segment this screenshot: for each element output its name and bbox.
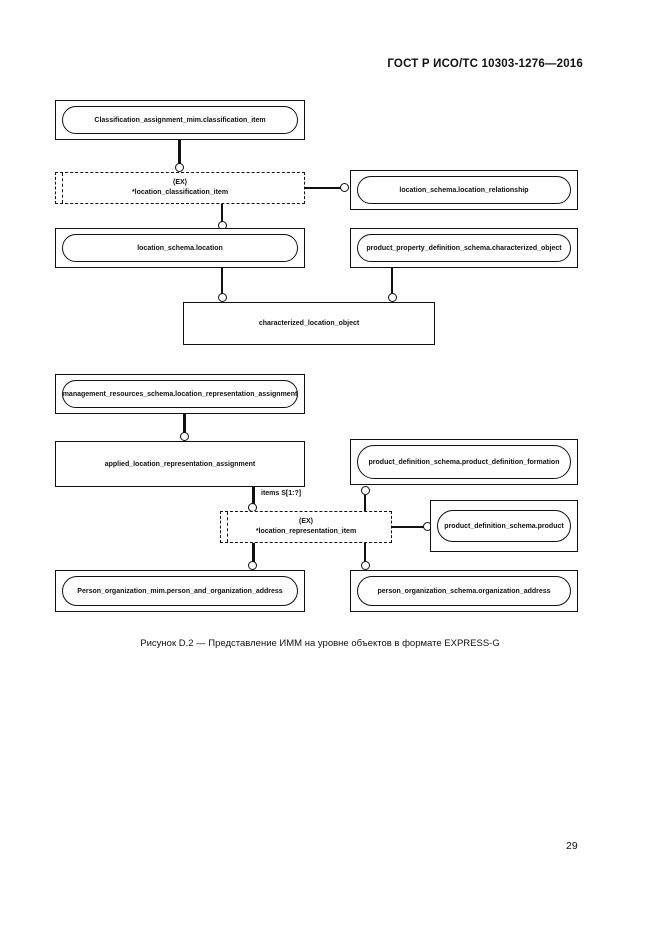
node-label: location_schema.location_relationship bbox=[399, 186, 529, 194]
connector-vline bbox=[178, 140, 181, 165]
node-label: product_definition_schema.product_defini… bbox=[368, 458, 560, 466]
node-location-classification-item: (EX) *location_classification_item bbox=[55, 172, 305, 204]
node-oval: Classification_assignment_mim.classifica… bbox=[62, 106, 298, 134]
relation-circle bbox=[340, 183, 349, 192]
connector-vline bbox=[183, 414, 186, 433]
node-label: location_schema.location bbox=[137, 244, 223, 252]
node-location-representation-assignment: management_resources_schema.location_rep… bbox=[55, 374, 305, 414]
node-organization-address: person_organization_schema.organization_… bbox=[350, 570, 578, 612]
select-tag: (EX) bbox=[299, 517, 313, 525]
node-label: applied_location_representation_assignme… bbox=[104, 460, 256, 468]
connector-vline bbox=[391, 268, 393, 294]
relation-circle bbox=[361, 486, 370, 495]
connector-vline bbox=[364, 543, 366, 562]
node-label: product_property_definition_schema.chara… bbox=[366, 244, 562, 252]
page-number: 29 bbox=[566, 840, 578, 852]
node-oval: location_schema.location_relationship bbox=[357, 176, 571, 204]
node-oval: management_resources_schema.location_rep… bbox=[62, 380, 298, 408]
relation-circle bbox=[180, 432, 189, 441]
relation-circle bbox=[361, 561, 370, 570]
select-type-divider bbox=[62, 173, 63, 203]
select-tag: (EX) bbox=[173, 178, 187, 186]
node-label: Classification_assignment_mim.classifica… bbox=[94, 116, 266, 124]
node-oval: Person_organization_mim.person_and_organ… bbox=[62, 576, 298, 606]
connector-hline bbox=[305, 187, 341, 189]
node-label: person_organization_schema.organization_… bbox=[377, 587, 551, 595]
relation-circle bbox=[388, 293, 397, 302]
document-header: ГОСТ Р ИСО/ТС 10303-1276—2016 bbox=[387, 58, 583, 70]
select-type-divider bbox=[227, 512, 228, 542]
node-label: *location_classification_item bbox=[131, 189, 229, 196]
node-oval: location_schema.location bbox=[62, 234, 298, 262]
node-oval: product_definition_schema.product_defini… bbox=[357, 445, 571, 479]
node-characterized-location-object: characterized_location_object bbox=[183, 302, 435, 345]
node-characterized-object: product_property_definition_schema.chara… bbox=[350, 228, 578, 268]
relation-circle bbox=[175, 163, 184, 172]
node-label: product_definition_schema.product bbox=[444, 522, 564, 530]
connector-vline bbox=[252, 487, 255, 504]
node-location-representation-item: (EX) *location_representation_item bbox=[220, 511, 392, 543]
node-location: location_schema.location bbox=[55, 228, 305, 268]
node-oval: product_definition_schema.product bbox=[437, 510, 571, 542]
node-label: Person_organization_mim.person_and_organ… bbox=[77, 587, 283, 595]
figure-caption: Рисунок D.2 — Представление ИММ на уровн… bbox=[140, 638, 500, 649]
node-location-relationship: location_schema.location_relationship bbox=[350, 170, 578, 210]
edge-label-items: items S[1:?] bbox=[261, 490, 302, 497]
node-product: product_definition_schema.product bbox=[430, 500, 578, 552]
node-label: *location_representation_item bbox=[255, 528, 357, 535]
connector-vline bbox=[252, 543, 255, 562]
node-oval: person_organization_schema.organization_… bbox=[357, 576, 571, 606]
relation-circle bbox=[218, 293, 227, 302]
connector-vline bbox=[221, 268, 223, 294]
node-person-and-organization-address: Person_organization_mim.person_and_organ… bbox=[55, 570, 305, 612]
connector-vline bbox=[364, 495, 366, 511]
node-product-definition-formation: product_definition_schema.product_defini… bbox=[350, 439, 578, 485]
node-applied-location-representation-assignment: applied_location_representation_assignme… bbox=[55, 441, 305, 487]
node-label: characterized_location_object bbox=[258, 320, 360, 327]
node-label: management_resources_schema.location_rep… bbox=[62, 390, 298, 398]
connector-vline bbox=[221, 204, 223, 223]
relation-circle bbox=[248, 561, 257, 570]
node-oval: product_property_definition_schema.chara… bbox=[357, 234, 571, 262]
node-classification-assignment: Classification_assignment_mim.classifica… bbox=[55, 100, 305, 140]
connector-hline bbox=[392, 526, 424, 528]
